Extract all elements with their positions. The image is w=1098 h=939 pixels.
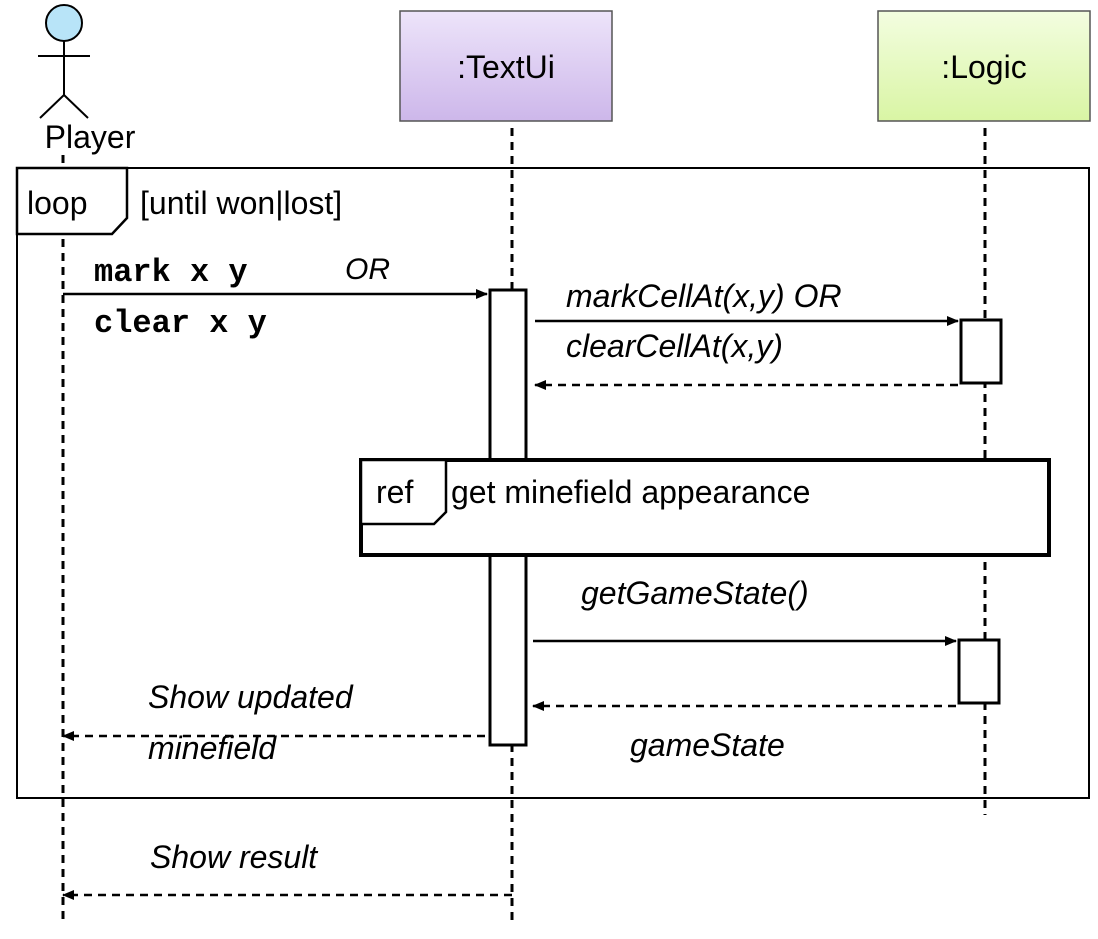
return-show-updated-label-2: minefield [148, 730, 277, 766]
actor-leg-left [39, 94, 65, 119]
message-mark-label: mark x y [94, 254, 248, 291]
participant-logic: :Logic [877, 10, 1091, 122]
textui-box [399, 10, 613, 122]
actor-head [45, 4, 83, 42]
return-gamestate-label: gameState [630, 727, 785, 763]
return-show-result-label: Show result [150, 839, 318, 875]
message-getgamestate-label: getGameState() [581, 575, 809, 611]
actor-label: Player [45, 119, 136, 155]
message-or-label: OR [345, 253, 390, 286]
participant-textui: :TextUi [399, 10, 613, 122]
ref-label: get minefield appearance [451, 474, 810, 510]
loop-frame-border [16, 167, 1090, 799]
ref-frame: ref get minefield appearance [359, 458, 1051, 557]
logic-activation-2 [957, 638, 1001, 705]
loop-guard: [until won|lost] [140, 185, 342, 221]
ref-frame-tab [359, 458, 448, 526]
loop-frame-tab [15, 166, 129, 236]
actor-leg-right [63, 94, 89, 119]
message-clearcellat-label: clearCellAt(x,y) [566, 328, 783, 364]
loop-keyword: loop [27, 185, 88, 221]
return-show-updated-label-1: Show updated [148, 679, 354, 715]
message-clear-label: clear x y [94, 305, 267, 342]
logic-activation-1 [959, 318, 1003, 385]
logic-box [877, 10, 1091, 122]
logic-label: :Logic [941, 49, 1026, 85]
loop-frame: loop [until won|lost] [15, 166, 1090, 799]
textui-label: :TextUi [457, 49, 555, 85]
player-actor: Player [38, 4, 136, 155]
message-markcellat-label: markCellAt(x,y) OR [566, 278, 842, 314]
ref-keyword: ref [376, 474, 413, 510]
